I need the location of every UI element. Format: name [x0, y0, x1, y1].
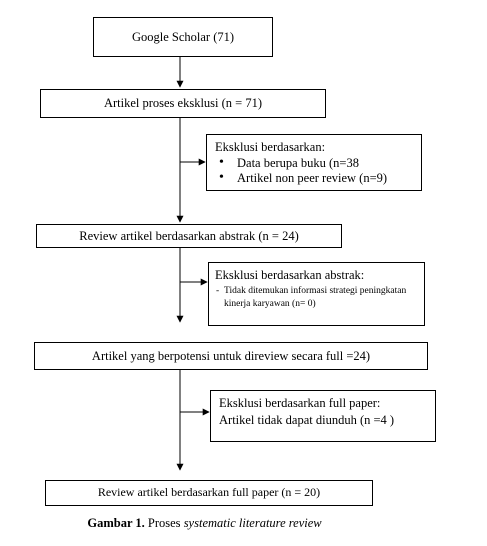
caption-label: Gambar 1. [87, 516, 145, 530]
exclusion-1-item: Artikel non peer review (n=9) [215, 170, 413, 187]
screening-label: Artikel proses eksklusi (n = 71) [103, 96, 263, 111]
caption-italic: systematic literature review [183, 516, 322, 530]
exclusion-3-title: Eksklusi berdasarkan full paper: [219, 396, 381, 410]
exclusion-3-line: Artikel tidak dapat diunduh (n =4 ) [219, 413, 395, 428]
screening-box: Artikel proses eksklusi (n = 71) [40, 89, 326, 118]
caption-text: Proses [147, 516, 181, 530]
source-box: Google Scholar (71) [93, 17, 273, 57]
abstract-review-box: Review artikel berdasarkan abstrak (n = … [36, 224, 342, 248]
exclusion-1-list: Data berupa buku (n=38 Artikel non peer … [215, 155, 413, 187]
source-label: Google Scholar (71) [131, 29, 235, 44]
exclusion-1-title: Eksklusi berdasarkan: [215, 140, 326, 154]
exclusion-2-item: Tidak ditemukan informasi strategi penin… [215, 285, 418, 311]
figure-caption: Gambar 1. Proses systematic literature r… [0, 516, 409, 531]
exclusion-1-item: Data berupa buku (n=38 [215, 155, 413, 172]
exclusion-box-3: Eksklusi berdasarkan full paper: Artikel… [210, 390, 436, 442]
exclusion-box-2: Eksklusi berdasarkan abstrak: Tidak dite… [208, 262, 425, 326]
abstract-review-label: Review artikel berdasarkan abstrak (n = … [79, 228, 299, 243]
exclusion-2-list: Tidak ditemukan informasi strategi penin… [215, 285, 418, 311]
final-box: Review artikel berdasarkan full paper (n… [45, 480, 373, 506]
exclusion-2-title: Eksklusi berdasarkan abstrak: [215, 268, 365, 282]
full-review-label: Artikel yang berpotensi untuk direview s… [91, 348, 371, 363]
exclusion-box-1: Eksklusi berdasarkan: Data berupa buku (… [206, 134, 422, 191]
final-label: Review artikel berdasarkan full paper (n… [97, 485, 321, 500]
full-review-box: Artikel yang berpotensi untuk direview s… [34, 342, 428, 370]
